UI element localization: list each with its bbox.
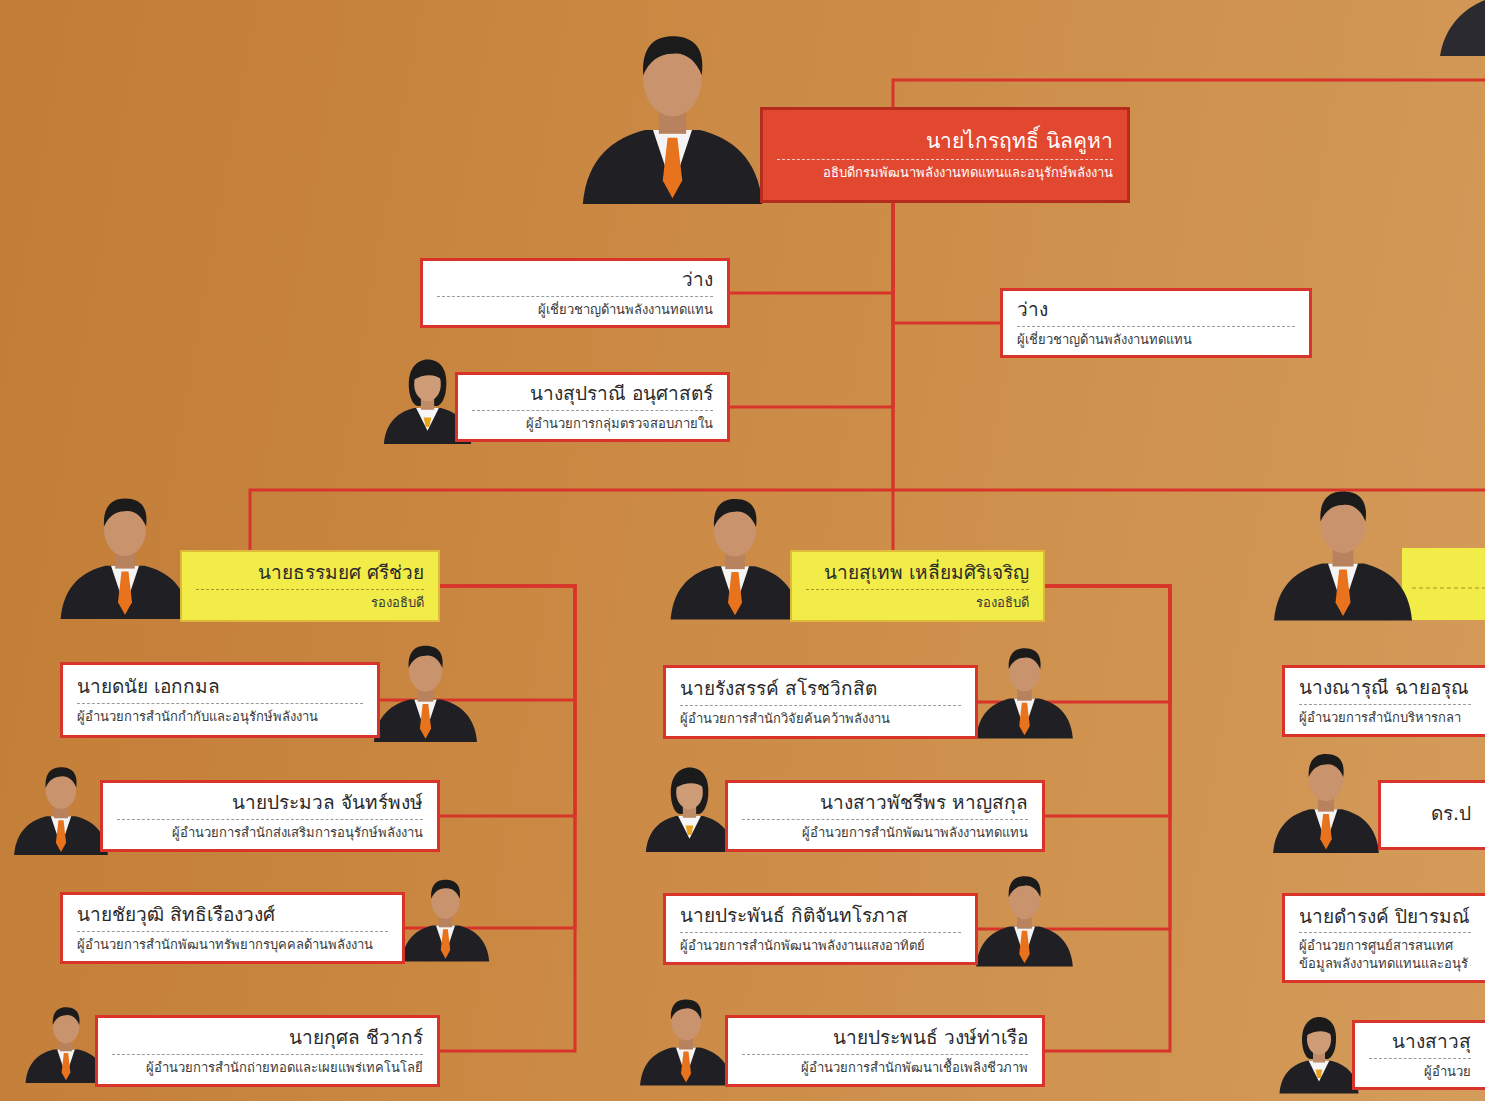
- person-name: นางสาวสุ: [1369, 1029, 1471, 1059]
- org-connector: [1045, 586, 1170, 1051]
- portrait-photo: [1274, 492, 1412, 621]
- deputy-box: นายสุเทพ เหลี่ยมศิริเจริญรองอธิบดี: [790, 550, 1045, 622]
- position-box: นายประพนธ์ วงษ์ท่าเรือผู้อำนวยการสำนักพั…: [725, 1015, 1045, 1087]
- org-connector: [730, 203, 893, 407]
- person-name: นายรังสรรค์ สโรชวิกสิต: [680, 676, 961, 706]
- position-title: ผู้อำนวยการสำนักพัฒนาพลังงานทดแทน: [742, 820, 1028, 842]
- org-connector: [892, 203, 895, 550]
- position-box: นางณารุณี ฉายอรุณผู้อำนวยการสำนักบริหารก…: [1282, 665, 1485, 737]
- position-title: ผู้เชี่ยวชาญด้านพลังงานทดแทน: [437, 297, 713, 319]
- position-title: ผู้อำนวยการกลุ่มตรวจสอบภายใน: [472, 411, 713, 433]
- org-connector: [893, 203, 1000, 323]
- position-box: นายดนัย เอกกมลผู้อำนวยการสำนักกำกับและอน…: [60, 662, 380, 738]
- portrait-photo: [1273, 754, 1379, 853]
- deputy-box: [1402, 548, 1485, 620]
- position-title: ผู้อำนวยการสำนักวิจัยค้นคว้าพลังงาน: [680, 706, 961, 728]
- position-box: นางสุปราณี อนุศาสตร์ผู้อำนวยการกลุ่มตรวจ…: [455, 372, 730, 442]
- portrait-photo: [402, 880, 489, 962]
- person-name: นายดำรงค์ ปิยารมณ์: [1299, 904, 1471, 934]
- position-box: ว่างผู้เชี่ยวชาญด้านพลังงานทดแทน: [420, 258, 730, 328]
- portrait-photo: [640, 1000, 732, 1086]
- portrait-photo: [671, 499, 800, 619]
- position-title: รองอธิบดี: [196, 590, 424, 612]
- position-box: นายดำรงค์ ปิยารมณ์ผู้อำนวยการศูนย์สารสนเ…: [1282, 893, 1485, 983]
- person-name: นายธรรมยศ ศรีช่วย: [196, 560, 424, 590]
- position-title: ผู้อำนวยการสำนักพัฒนาพลังงานแสงอาทิตย์: [680, 933, 961, 955]
- position-title: ผู้อำนวยการสำนักกำกับและอนุรักษ์พลังงาน: [77, 704, 363, 726]
- org-connector: [405, 586, 575, 928]
- position-box: นางสาวสุผู้อำนวย: [1352, 1020, 1485, 1090]
- position-box: นายรังสรรค์ สโรชวิกสิตผู้อำนวยการสำนักวิ…: [663, 665, 978, 739]
- position-title: ผู้อำนวยการศูนย์สารสนเทศ ข้อมูลพลังงานทด…: [1299, 933, 1471, 972]
- portrait-photo: [1279, 1017, 1358, 1094]
- position-title: ผู้เชี่ยวชาญด้านพลังงานทดแทน: [1017, 327, 1295, 349]
- person-name: ดร.ป: [1395, 801, 1471, 830]
- position-title: ผู้อำนวยการสำนักบริหารกลา: [1299, 705, 1471, 727]
- deputy-box: นายธรรมยศ ศรีช่วยรองอธิบดี: [180, 550, 440, 622]
- org-connector: [440, 586, 575, 816]
- portrait-photo: [976, 876, 1073, 966]
- position-title: ผู้อำนวยการสำนักส่งเสริมการอนุรักษ์พลังง…: [117, 820, 423, 842]
- org-connector: [730, 203, 893, 293]
- position-title: ผู้อำนวยการสำนักพัฒนาเชื้อเพลิงชีวภาพ: [742, 1055, 1028, 1077]
- position-box: ว่างผู้เชี่ยวชาญด้านพลังงานทดแทน: [1000, 288, 1312, 358]
- org-connector: [440, 586, 575, 1051]
- position-box: นายชัยวุฒิ สิทธิเรืองวงศ์ผู้อำนวยการสำนั…: [60, 892, 405, 964]
- org-connector: [1045, 586, 1170, 816]
- person-name: นายชัยวุฒิ สิทธิเรืองวงศ์: [77, 902, 388, 932]
- person-name: นายประพันธ์ กิติจันทโรภาส: [680, 903, 961, 933]
- person-name: นายประมวล จันทร์พงษ์: [117, 790, 423, 820]
- position-box: นายประพันธ์ กิติจันทโรภาสผู้อำนวยการสำนั…: [663, 893, 978, 965]
- person-name: นางสาวพัชรีพร หาญสกุล: [742, 790, 1028, 820]
- portrait-photo: [61, 499, 190, 619]
- position-title: ผู้อำนวยการสำนักถ่ายทอดและเผยแพร่เทคโนโล…: [112, 1055, 423, 1077]
- portrait-photo: [646, 767, 733, 852]
- person-name: นายดนัย เอกกมล: [77, 674, 363, 704]
- org-connector: [250, 203, 893, 550]
- position-box: นายกุศล ชีวากร์ผู้อำนวยการสำนักถ่ายทอดแล…: [95, 1015, 440, 1087]
- person-name: นายกุศล ชีวากร์: [112, 1025, 423, 1055]
- position-box: นางสาวพัชรีพร หาญสกุลผู้อำนวยการสำนักพัฒ…: [725, 780, 1045, 852]
- position-box: นายประมวล จันทร์พงษ์ผู้อำนวยการสำนักส่งเ…: [100, 780, 440, 852]
- person-name: นางสุปราณี อนุศาสตร์: [472, 381, 713, 411]
- person-name: นายไกรฤทธิ์ นิลคูหา: [777, 128, 1113, 160]
- person-name: นายสุเทพ เหลี่ยมศิริเจริญ: [806, 560, 1029, 590]
- portrait-photo: [976, 648, 1073, 738]
- position-title: รองอธิบดี: [806, 590, 1029, 612]
- person-name: นางณารุณี ฉายอรุณ: [1299, 675, 1471, 705]
- portrait-photo: [374, 646, 477, 742]
- portrait-photo: [14, 767, 108, 855]
- org-line: [893, 489, 1485, 492]
- position-title: ผู้อำนวย: [1369, 1059, 1471, 1081]
- position-box: ดร.ป: [1378, 780, 1485, 850]
- person-name: ว่าง: [437, 267, 713, 297]
- person-name: ว่าง: [1017, 297, 1295, 327]
- cropped-portrait: [1440, 0, 1485, 56]
- position-title: อธิบดีกรมพัฒนาพลังงานทดแทนและอนุรักษ์พลั…: [777, 160, 1113, 182]
- person-name: นายประพนธ์ วงษ์ท่าเรือ: [742, 1025, 1028, 1055]
- position-title: ผู้อำนวยการสำนักพัฒนาทรัพยากรบุคคลด้านพล…: [77, 932, 388, 954]
- dashed-rule: [1412, 588, 1485, 589]
- director-box: นายไกรฤทธิ์ นิลคูหาอธิบดีกรมพัฒนาพลังงาน…: [760, 107, 1130, 203]
- portrait-photo: [583, 36, 762, 204]
- org-connector: [978, 586, 1170, 929]
